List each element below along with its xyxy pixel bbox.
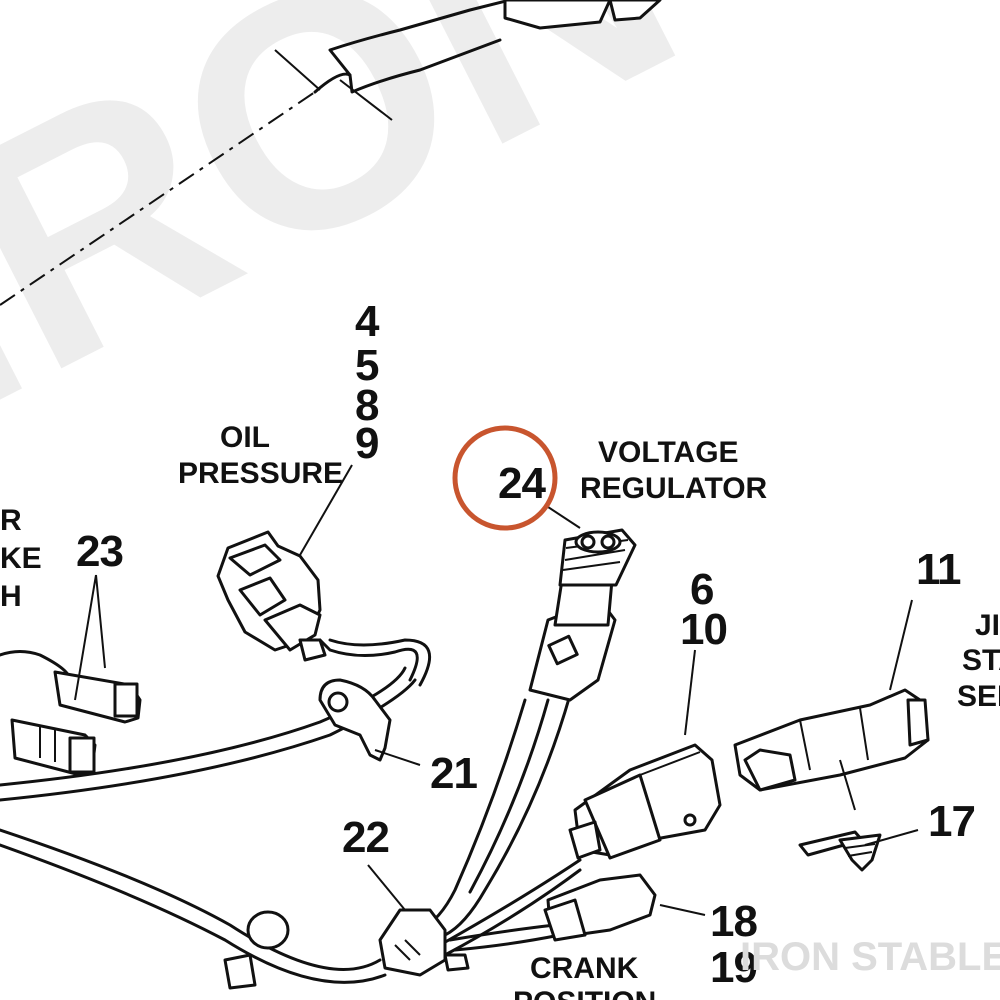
callout-22: 22: [342, 813, 389, 862]
callout-6: 6: [690, 565, 713, 614]
label-voltage: VOLTAGE: [598, 436, 739, 469]
callout-4: 4: [355, 297, 380, 346]
highlight-circle-24: [452, 425, 558, 531]
label-regulator: REGULATOR: [580, 472, 768, 505]
label-pressure: PRESSURE: [178, 457, 343, 490]
callout-10: 10: [680, 605, 727, 654]
callout-21: 21: [430, 749, 477, 798]
leader-line-dashed: [0, 0, 512, 306]
callout-9: 9: [355, 419, 378, 468]
label-oil: OIL: [220, 421, 270, 454]
callout-18: 18: [710, 897, 757, 946]
callout-23: 23: [76, 527, 123, 576]
callout-5: 5: [355, 341, 379, 390]
label-left-2: KE: [0, 542, 42, 575]
harness-wires: [0, 638, 582, 984]
callout-11: 11: [916, 545, 961, 594]
top-connector: [503, 0, 662, 30]
label-crank: CRANK: [530, 952, 639, 985]
connector-6-10: [568, 743, 722, 860]
label-left-1: R: [0, 504, 22, 537]
crank-position-connector: [543, 873, 657, 942]
callout-24: 24: [498, 459, 546, 508]
oil-pressure-connector: [216, 530, 327, 662]
clip-22: [378, 908, 470, 977]
label-right-1: JIF: [975, 609, 1000, 642]
callout-8: 8: [355, 381, 379, 430]
watermark: IRON STABL: [0, 0, 1000, 482]
voltage-regulator-connector: [528, 528, 637, 702]
push-clip-17: [798, 830, 882, 872]
watermark-text: IRON STABL: [0, 0, 1000, 482]
label-right-3: SEN: [957, 680, 1000, 713]
callout-19: 19: [710, 943, 757, 992]
label-left-3: H: [0, 580, 22, 613]
label-position: POSITION: [513, 986, 656, 1000]
callout-numbers: 4 5 8 9 23 24 6 10 11 21 22 17 18 19: [76, 297, 976, 992]
cable-tie-loop: [223, 910, 290, 990]
watermark-small: IRON STABLE: [740, 935, 1000, 979]
text-labels: OIL PRESSURE VOLTAGE REGULATOR R KE H JI…: [0, 421, 1000, 1000]
connector-11: [733, 688, 930, 792]
clip-21: [318, 678, 392, 762]
callout-17: 17: [928, 797, 975, 846]
label-right-2: STA: [962, 644, 1000, 677]
callout-leaders: [74, 464, 919, 916]
connectors-23: [10, 670, 142, 777]
